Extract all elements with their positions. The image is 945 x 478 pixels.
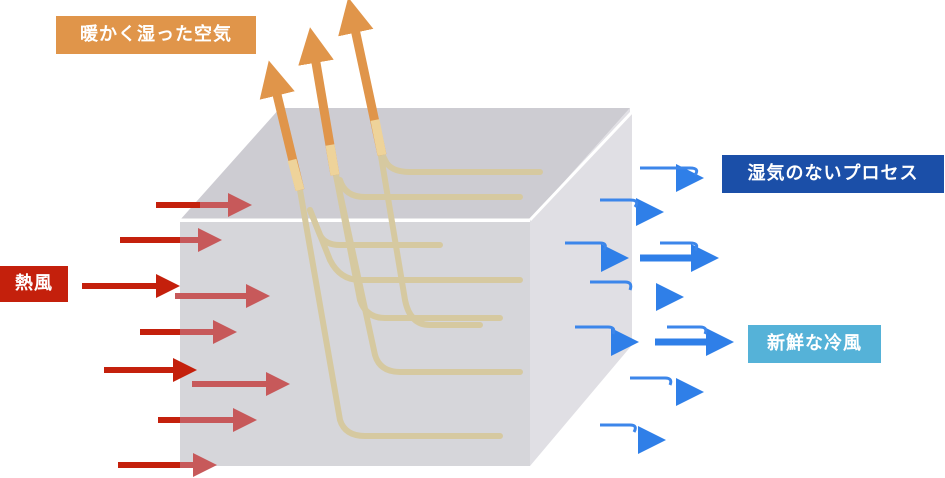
warm-humid-air-label: 暖かく湿った空気 (56, 16, 256, 54)
exhaust-arrow-2 (298, 27, 340, 176)
exhaust-arrow-1 (259, 60, 305, 192)
hot-air-inflow-arrows (82, 202, 200, 468)
warm-air-exhaust-arrows (259, 0, 387, 192)
exhaust-arrow-3 (338, 0, 387, 156)
hot-air-label: 熱風 (0, 266, 68, 302)
flow-rows (268, 164, 704, 454)
blue-outflow-arrows (640, 244, 734, 356)
inner-hot-arrows (175, 193, 290, 477)
dry-process-label: 湿気のないプロセス (722, 155, 944, 193)
return-hooks (565, 166, 708, 433)
fresh-cold-air-label: 新鮮な冷風 (748, 325, 881, 363)
